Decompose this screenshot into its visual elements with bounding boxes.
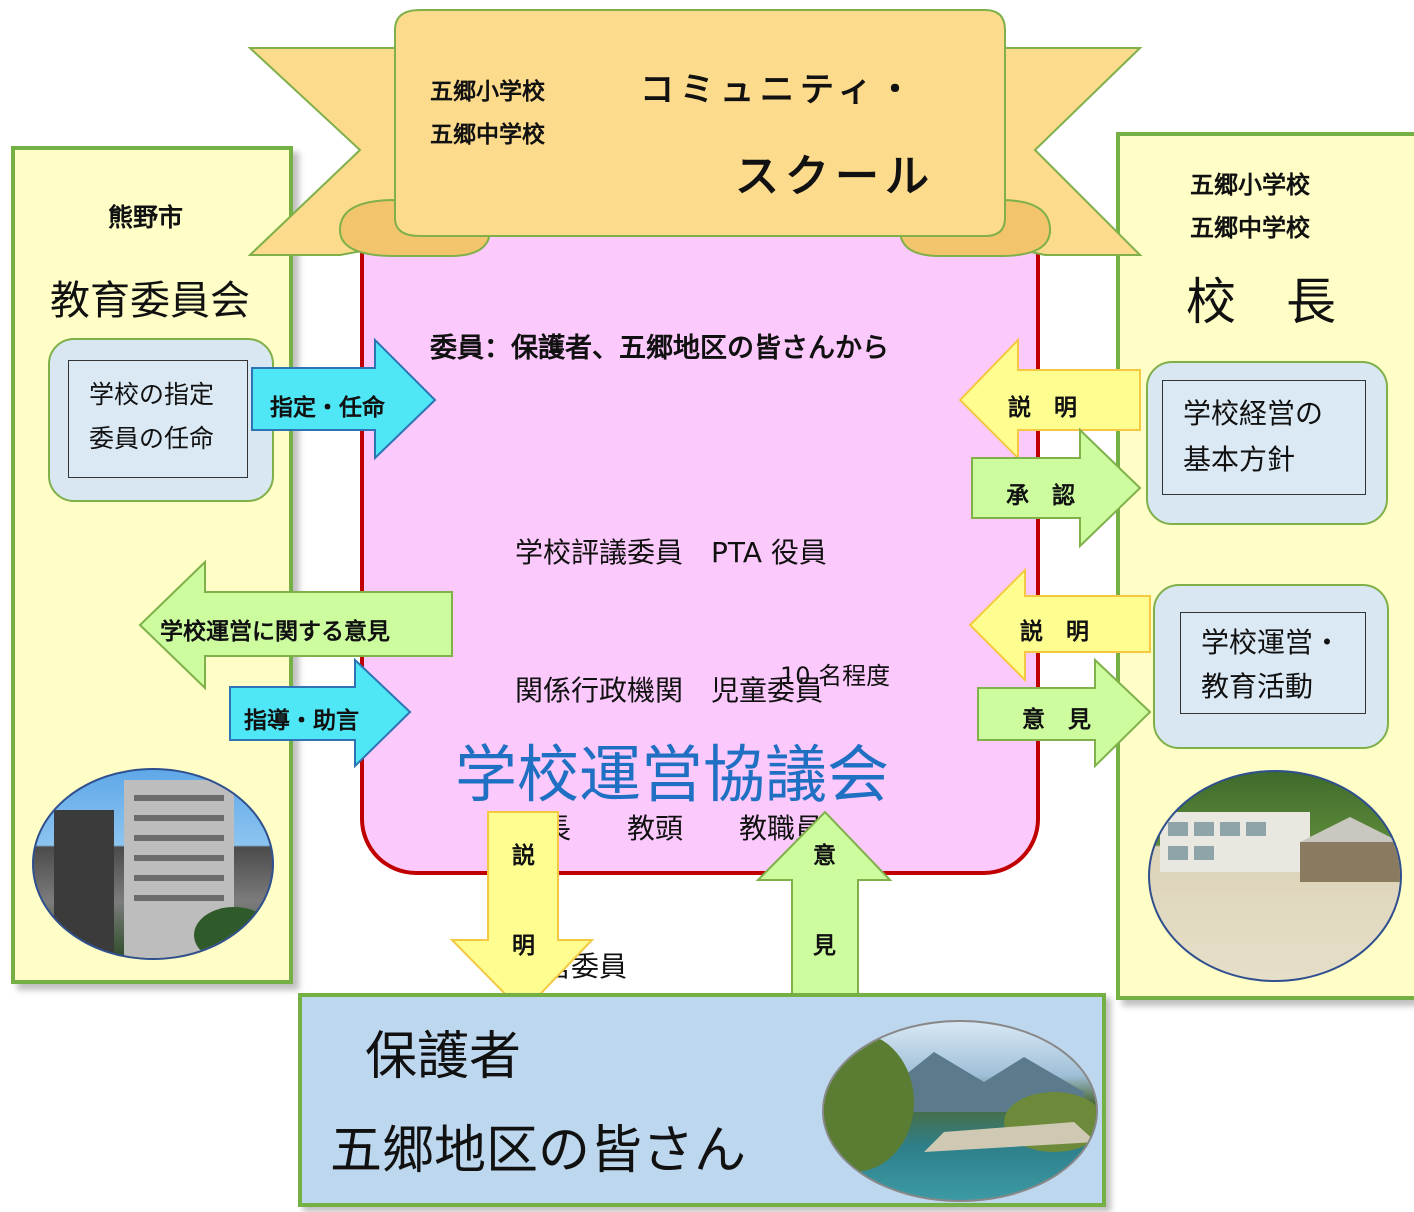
banner-school-1: 五郷小学校 xyxy=(430,79,545,105)
activity-inner: 学校運営・ 教育活動 xyxy=(1180,612,1366,714)
member-row-1: 学校評議委員 PTA 役員 xyxy=(515,536,827,569)
opinion-board-label: 学校運営に関する意見 xyxy=(160,619,390,645)
designation-inner: 学校の指定 委員の任命 xyxy=(68,360,248,478)
policy-line-2: 基本方針 xyxy=(1183,443,1296,476)
explain-2-label: 説 明 xyxy=(1020,619,1089,645)
principal-school-1: 五郷小学校 xyxy=(1190,171,1310,199)
opinion-principal-arrow xyxy=(977,657,1152,769)
council-block xyxy=(360,210,1040,875)
approve-arrow xyxy=(971,427,1142,549)
member-count: 10 名程度 xyxy=(780,662,891,690)
explain-1-label: 説 明 xyxy=(1008,395,1077,421)
principal-title: 校 長 xyxy=(1186,273,1336,331)
designate-label: 指定・任命 xyxy=(270,395,385,421)
opinion-principal-label: 意 見 xyxy=(1022,707,1091,733)
members-label: 委員：保護者、五郷地区の皆さんから xyxy=(430,333,889,364)
community-line-2: 五郷地区の皆さん xyxy=(330,1121,747,1181)
policy-line-1: 学校経営の xyxy=(1183,397,1324,430)
community-line-1: 保護者 xyxy=(365,1027,522,1087)
opinion-up-2: 見 xyxy=(813,933,836,959)
policy-inner: 学校経営の 基本方針 xyxy=(1162,380,1366,495)
activity-line-1: 学校運営・ xyxy=(1201,626,1342,659)
principal-school-2: 五郷中学校 xyxy=(1190,214,1310,242)
explain-down-1: 説 xyxy=(512,843,535,869)
activity-line-2: 教育活動 xyxy=(1201,670,1314,703)
explain-down-arrow xyxy=(449,811,595,1014)
opinion-up-1: 意 xyxy=(813,843,836,869)
guidance-label: 指導・助言 xyxy=(244,708,359,734)
opinion-up-arrow xyxy=(755,810,893,1013)
approve-label: 承 認 xyxy=(1006,483,1075,509)
opinion-board-arrow xyxy=(138,559,453,691)
explain-arrow-1 xyxy=(958,337,1141,461)
school-photo xyxy=(1148,770,1402,982)
river-photo xyxy=(822,1020,1098,1202)
explain-arrow-2 xyxy=(968,567,1151,683)
city-label: 熊野市 xyxy=(108,203,184,232)
board-title: 教育委員会 xyxy=(50,278,250,324)
banner-title-2: スクール xyxy=(735,151,935,202)
banner-ribbon xyxy=(247,9,1143,257)
council-title: 学校運営協議会 xyxy=(455,738,890,811)
explain-down-2: 明 xyxy=(512,933,535,959)
designation-line-1: 学校の指定 xyxy=(89,380,215,409)
designation-line-2: 委員の任命 xyxy=(89,424,215,453)
banner-school-2: 五郷中学校 xyxy=(430,122,545,148)
city-hall-photo xyxy=(32,768,274,960)
banner-title-1: コミュニティ・ xyxy=(640,70,918,110)
guidance-arrow xyxy=(229,657,412,769)
designate-arrow xyxy=(251,337,437,461)
member-row-2: 関係行政機関 児童委員 xyxy=(515,674,824,707)
